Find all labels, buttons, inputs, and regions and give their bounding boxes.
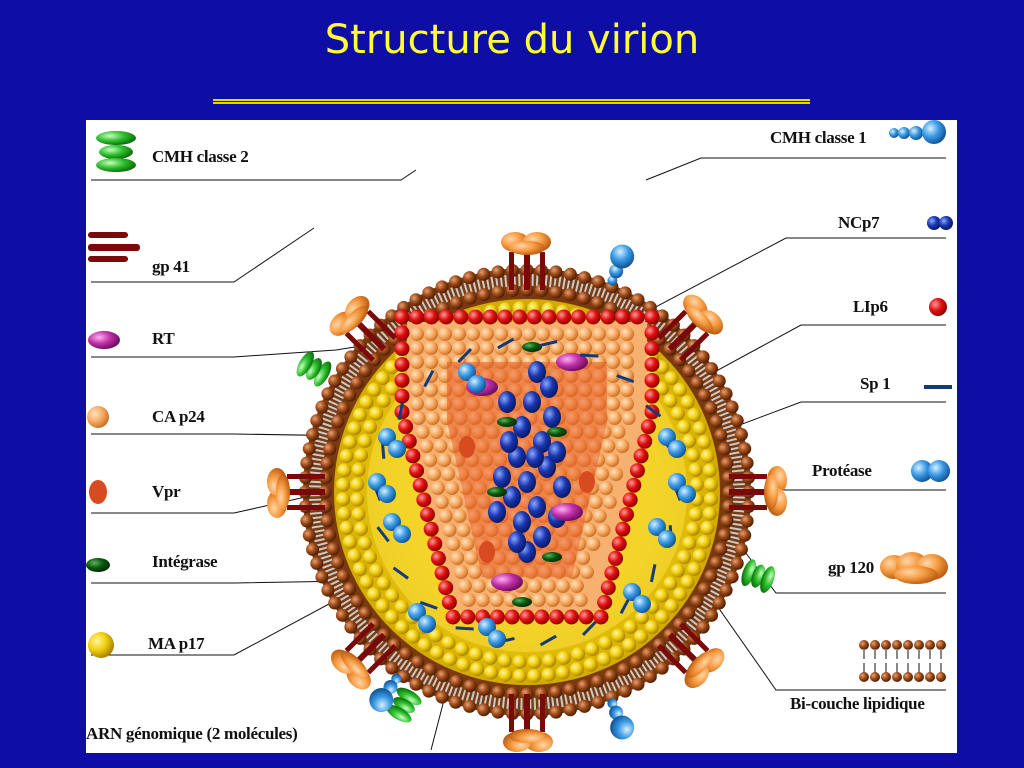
red-sphere-icon	[929, 298, 947, 316]
capsid	[394, 309, 660, 625]
blue-beads-icon	[889, 120, 946, 144]
dark-red-fork-icon	[88, 232, 140, 262]
label-protease: Protéase	[812, 461, 872, 480]
lipid-bilayer-icon	[859, 640, 946, 682]
yellow-sphere-icon	[88, 632, 114, 658]
virion-diagram	[86, 120, 953, 752]
magenta-capsule-icon	[88, 331, 120, 349]
orange-sphere-icon	[87, 406, 109, 428]
label-rt: RT	[152, 329, 175, 348]
green-stack-icon	[96, 131, 136, 172]
navy-dash-icon	[924, 385, 952, 389]
label-gp120: gp 120	[828, 558, 874, 577]
blue-pair-icon	[911, 460, 950, 482]
label-lip6: LIp6	[853, 297, 888, 316]
red-oval-icon	[89, 480, 107, 504]
label-cmh-classe-1: CMH classe 1	[770, 128, 867, 147]
title-underline	[213, 99, 810, 104]
virion	[267, 232, 787, 752]
orange-cluster-icon	[880, 552, 948, 584]
label-ma-p17: MA p17	[148, 634, 205, 653]
label-bi-couche-lipidique: Bi-couche lipidique	[790, 694, 925, 713]
dark-green-oval-icon	[86, 558, 110, 572]
label-integrase: Intégrase	[152, 552, 218, 571]
label-cmh-classe-2: CMH classe 2	[152, 147, 249, 166]
label-vpr: Vpr	[152, 482, 181, 501]
navy-pair-icon	[927, 216, 953, 230]
label-ca-p24: CA p24	[152, 407, 205, 426]
label-arn-genomique: ARN génomique (2 molécules)	[86, 724, 298, 743]
label-gp41: gp 41	[152, 257, 190, 276]
label-sp1: Sp 1	[860, 374, 891, 393]
label-ncp7: NCp7	[838, 213, 880, 232]
slide-title: Structure du virion	[324, 17, 700, 63]
virion-diagram-panel: CMH classe 2 gp 41 RT CA p24 Vpr Intégra…	[86, 120, 957, 753]
